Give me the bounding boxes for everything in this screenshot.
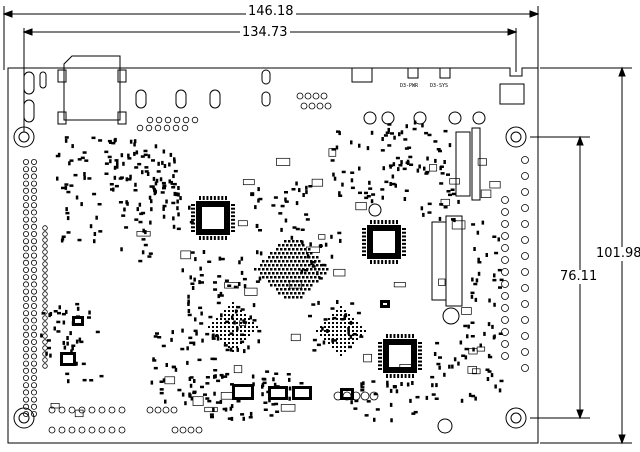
ic-packages <box>191 196 422 378</box>
smd-pads <box>40 120 504 423</box>
qfp-chip <box>378 334 422 378</box>
overall-width-dimension: 146.18 <box>246 4 296 19</box>
board-outline <box>7 67 539 444</box>
bga-area <box>208 240 366 356</box>
hole-span-width-dimension: 134.73 <box>240 25 290 40</box>
top-edge-connectors <box>23 67 525 123</box>
qfp-chip <box>362 220 406 264</box>
pin-header-rows <box>22 92 529 434</box>
silk-label-pwr: D3-PWR <box>400 83 419 89</box>
right-fpc-connectors <box>431 127 481 307</box>
silk-label-sys: D3-SYS <box>430 83 449 89</box>
overall-height-dimension: 101.98 <box>596 246 640 261</box>
hole-span-height-dimension: 76.11 <box>560 269 598 284</box>
sd-card-slot <box>57 55 127 125</box>
qfp-chip <box>191 196 235 240</box>
round-features <box>363 111 486 434</box>
